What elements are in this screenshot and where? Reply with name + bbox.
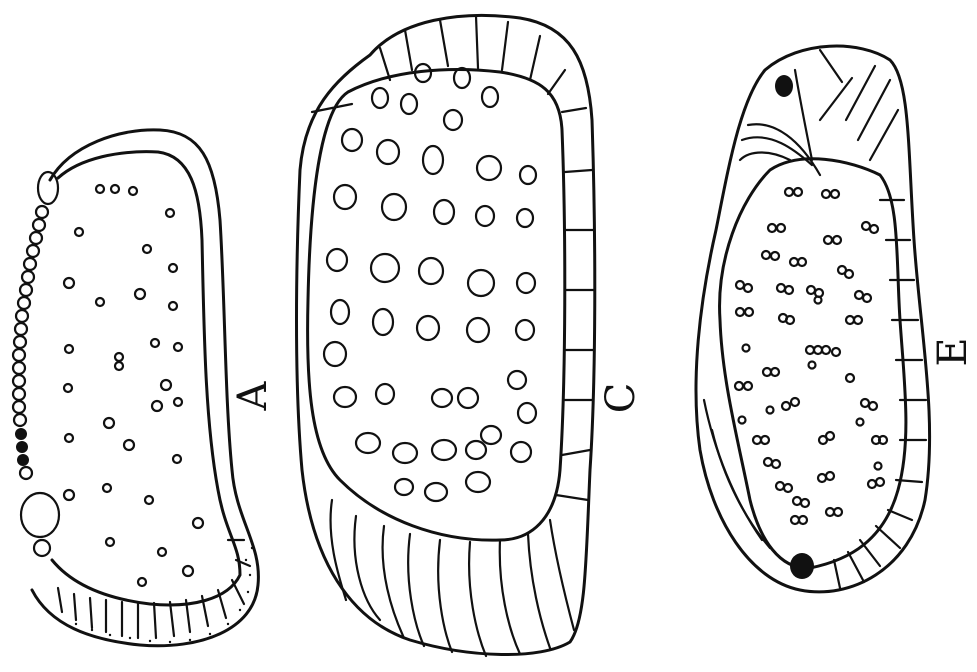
figure-e-paired-granules xyxy=(735,188,887,524)
figure-e-pole-top xyxy=(775,75,793,97)
figure-a-inner-wall xyxy=(52,152,240,605)
figure-c-outer-wall xyxy=(297,15,595,654)
figure-c-cells xyxy=(324,64,536,501)
figure-a-outer-wall xyxy=(32,130,258,646)
figure-c: C xyxy=(297,15,645,656)
figure-a-label: A xyxy=(230,380,276,411)
figure-e: E xyxy=(696,46,976,592)
figure-e-inner-wall xyxy=(720,159,906,568)
figure-a-bead-chain xyxy=(13,172,59,556)
figure-a-striated-band xyxy=(58,540,250,638)
figure-a: A xyxy=(13,130,276,646)
figure-e-pole-bottom xyxy=(790,553,814,579)
figure-c-label: C xyxy=(598,383,644,414)
figure-a-granules xyxy=(64,185,203,586)
figure-c-striations xyxy=(312,16,594,656)
figure-a-stipple xyxy=(75,547,253,643)
figure-e-label: E xyxy=(930,337,976,366)
